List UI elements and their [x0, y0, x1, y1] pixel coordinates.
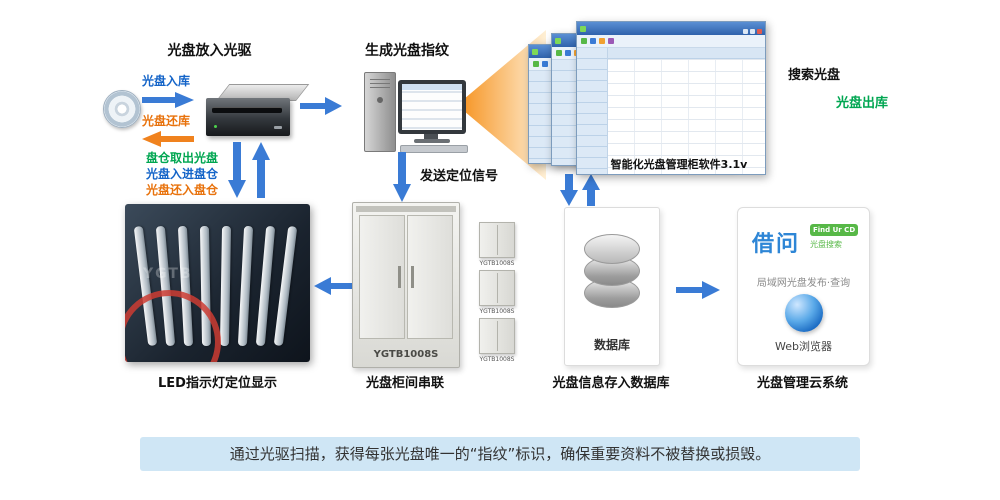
- cabinet-top-strip: [356, 206, 456, 212]
- disc-in-label: 光盘入库: [142, 74, 191, 88]
- disc-plate: [237, 225, 254, 347]
- mini-cabinet-2: YGTB1008S: [470, 270, 524, 315]
- tower-vents: [370, 79, 390, 91]
- cloud-system-card: 借问 Find Ur CD 光盘搜索 局域网光盘发布·查询 Web浏览器: [737, 207, 870, 366]
- web-browser-sphere-icon: [784, 294, 823, 332]
- arrow-down-drive-to-cabinet-icon: [228, 142, 246, 198]
- cabinet-caption: 光盘柜间串联: [365, 376, 444, 391]
- monitor-screen: [402, 84, 462, 130]
- search-disc-label: 搜索光盘: [788, 68, 841, 83]
- disc-plate: [255, 225, 276, 347]
- drive-tray-slot: [212, 107, 282, 113]
- mini-cabinet-image: [479, 318, 515, 354]
- fingerprint-section-title: 生成光盘指纹: [365, 43, 449, 59]
- cabinet-door-right: [407, 215, 453, 339]
- cabinet-put-in-label: 光盘入进盘仓: [146, 167, 219, 181]
- summary-banner: 通过光驱扫描，获得每张光盘唯一的“指纹”标识，确保重要资料不被替换或损毁。: [140, 437, 860, 471]
- database-card: 数据库: [564, 207, 660, 366]
- led-caption: LED指示灯定位显示: [158, 376, 277, 391]
- mini-cabinet-1: YGTB1008S: [470, 222, 524, 267]
- tower-power-button-icon: [377, 97, 383, 103]
- monitor-stand: [424, 133, 438, 140]
- computer-monitor-image: [398, 80, 466, 134]
- mini-cabinet-image: [479, 222, 515, 258]
- software-name-caption: 智能化光盘管理柜软件3.1v: [610, 158, 748, 171]
- arrow-down-screens-to-db-icon: [560, 174, 578, 206]
- arrow-right-db-to-cloud-icon: [676, 281, 720, 299]
- window-body: [577, 48, 765, 174]
- cabinet-return-label: 光盘还入盘仓: [146, 183, 219, 197]
- lan-publish-query-label: 局域网光盘发布·查询: [756, 278, 851, 289]
- mini-cabinet-label: YGTB1008S: [479, 308, 515, 315]
- arrow-left-orange-icon: [142, 131, 194, 147]
- arrow-left-cabinet-to-led-icon: [314, 277, 354, 295]
- door-handle-icon: [398, 266, 401, 288]
- cabinet-take-out-label: 盘仓取出光盘: [146, 151, 219, 165]
- mini-cabinet-label: YGTB1008S: [479, 260, 515, 267]
- disc-cabinet-image: YGTB1008S: [352, 202, 460, 368]
- drive-eject-button-icon: [274, 126, 282, 129]
- window-titlebar: [577, 22, 765, 35]
- mini-cabinet-image: [479, 270, 515, 306]
- keyboard-image: [400, 145, 468, 153]
- cabinet-doors: [359, 215, 453, 339]
- find-ur-cd-badge: Find Ur CD: [810, 224, 859, 236]
- arrow-right-drive-to-pc-icon: [300, 97, 342, 115]
- window-table: [608, 48, 765, 174]
- database-label: 数据库: [593, 338, 630, 352]
- drive-section-title: 光盘放入光驱: [167, 43, 252, 59]
- db-disc: [584, 234, 640, 264]
- database-caption: 光盘信息存入数据库: [552, 376, 670, 391]
- monitor-base: [414, 139, 450, 143]
- arrow-down-signal-icon: [393, 152, 411, 202]
- window-controls-icon: [741, 19, 762, 38]
- disc-plate: [219, 225, 232, 347]
- cloud-brand-logo: 借问: [752, 232, 801, 257]
- drive-led-icon: [214, 125, 217, 128]
- door-handle-icon: [411, 266, 414, 288]
- cd-disc-icon: [103, 90, 141, 128]
- database-cylinder-icon: [584, 234, 640, 316]
- window-sidebar: [577, 48, 608, 174]
- window-toolbar: [577, 35, 765, 48]
- disc-return-label: 光盘还库: [142, 114, 191, 128]
- window-app-icon: [532, 48, 538, 55]
- arrow-up-db-to-screens-icon: [582, 174, 600, 206]
- window-app-icon: [555, 37, 561, 44]
- cloud-tagline: 光盘搜索: [810, 240, 842, 249]
- led-watermark: YGTB: [143, 266, 193, 282]
- cloud-caption: 光盘管理云系统: [756, 376, 848, 391]
- arrow-up-cabinet-to-drive-icon: [252, 142, 270, 198]
- led-indicator-arc: [125, 290, 221, 362]
- computer-tower-image: [364, 72, 396, 152]
- mini-cabinet-label: YGTB1008S: [479, 356, 515, 363]
- disc-plate: [273, 225, 298, 347]
- arrow-right-blue-icon: [142, 92, 194, 108]
- web-browser-label: Web浏览器: [775, 340, 832, 353]
- disc-out-label: 光盘出库: [836, 96, 889, 111]
- software-window-front: [576, 21, 766, 175]
- cabinet-model-label: YGTB1008S: [373, 349, 439, 360]
- send-signal-label: 发送定位信号: [420, 169, 499, 184]
- mini-cabinet-3: YGTB1008S: [470, 318, 524, 363]
- led-display-photo: YGTB: [125, 204, 310, 362]
- drive-front-face: [206, 98, 290, 136]
- window-app-icon: [580, 25, 586, 32]
- optical-drive-image: [206, 84, 310, 140]
- cabinet-door-left: [359, 215, 405, 339]
